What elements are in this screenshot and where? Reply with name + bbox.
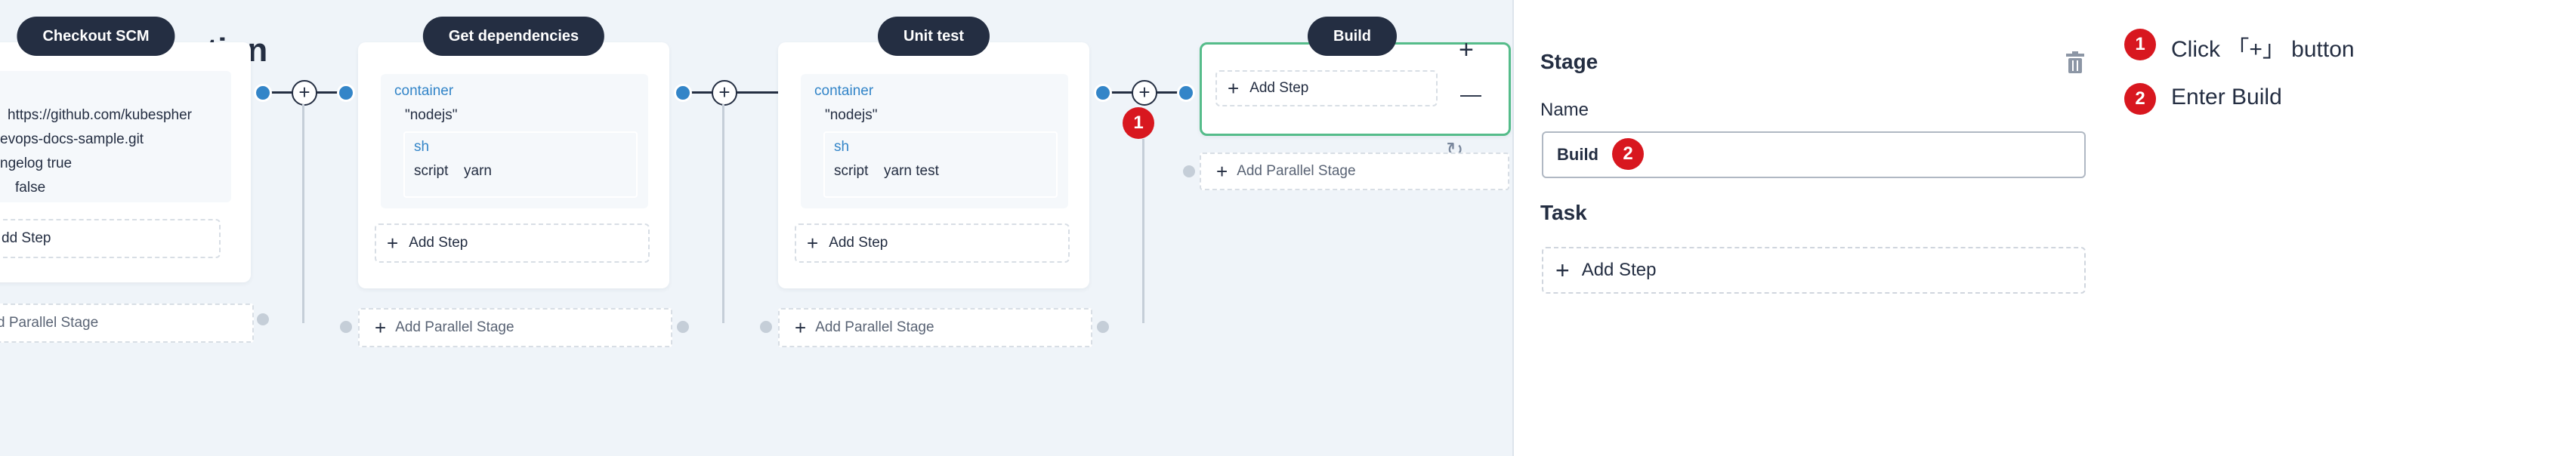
- script-value: yarn: [464, 163, 492, 179]
- task-title: Task: [1540, 201, 1587, 224]
- branch-dot: [338, 319, 354, 334]
- branch-dot: [675, 319, 690, 334]
- build-add-step-button[interactable]: + Add Step: [1215, 70, 1438, 106]
- branch-dot: [758, 319, 774, 334]
- instruction-2-text: Enter Build: [2171, 85, 2282, 109]
- add-parallel-label: Add Parallel Stage: [815, 319, 934, 335]
- branch-dot: [255, 312, 270, 327]
- connector-branch-line: [1142, 139, 1144, 323]
- stage-settings-panel: [1514, 0, 2576, 456]
- connector-branch-line: [302, 104, 304, 323]
- checkout-poll: false: [15, 180, 46, 196]
- stage-card-checkout-scm[interactable]: https://github.com/kubespher evops-docs-…: [0, 42, 251, 282]
- connector-line: [736, 91, 811, 94]
- trash-icon[interactable]: [2065, 51, 2085, 74]
- plus-icon: +: [375, 316, 387, 339]
- build-add-parallel-stage[interactable]: + Add Parallel Stage: [1200, 153, 1509, 190]
- checkout-repo-url: https://github.com/kubespher: [8, 107, 192, 123]
- name-label: Name: [1540, 100, 1589, 120]
- script-label: script: [834, 163, 869, 179]
- sh-step[interactable]: [403, 131, 638, 198]
- script-value: yarn test: [884, 163, 939, 179]
- step-badge-1: 1: [1123, 107, 1154, 139]
- pipeline-canvas: ration https://github.com/kubespher evop…: [0, 0, 1514, 456]
- stage-name-get-dependencies[interactable]: Get dependencies: [422, 17, 605, 56]
- plus-icon: +: [795, 316, 807, 339]
- stage-name-unit-test[interactable]: Unit test: [878, 17, 990, 56]
- get-dependencies-add-parallel-stage[interactable]: + Add Parallel Stage: [358, 308, 672, 347]
- stage-card-get-dependencies[interactable]: container "nodejs" sh script yarn + Add …: [358, 42, 669, 288]
- sh-keyword: sh: [834, 139, 850, 155]
- checkout-add-step-button[interactable]: dd Step: [0, 219, 221, 258]
- plus-icon: +: [1555, 257, 1570, 284]
- checkout-add-parallel-stage[interactable]: d Parallel Stage: [0, 303, 254, 343]
- instruction-1-text: Click 「+」 button: [2171, 37, 2355, 62]
- unit-test-add-parallel-stage[interactable]: + Add Parallel Stage: [778, 308, 1092, 347]
- task-add-step-button[interactable]: + Add Step: [1542, 247, 2086, 294]
- card-collapse-icon[interactable]: —: [1460, 82, 1481, 106]
- add-stage-button[interactable]: +: [1132, 80, 1157, 106]
- panel-title: Stage: [1540, 50, 1598, 73]
- instruction-badge-1: 1: [2124, 29, 2156, 60]
- branch-dot: [1095, 319, 1110, 334]
- add-step-label: Add Step: [1249, 80, 1309, 96]
- stage-name-checkout-scm[interactable]: Checkout SCM: [17, 17, 175, 56]
- unit-test-add-step-button[interactable]: + Add Step: [795, 223, 1070, 263]
- container-keyword: container: [394, 83, 454, 99]
- connector-end-dot: [337, 84, 355, 102]
- plus-icon: +: [1228, 77, 1240, 100]
- stage-card-build[interactable]: + Add Step + —: [1200, 35, 1511, 136]
- container-value: "nodejs": [405, 107, 458, 123]
- add-parallel-label: d Parallel Stage: [0, 315, 99, 331]
- step-badge-2: 2: [1612, 138, 1644, 170]
- add-step-label: Add Step: [409, 235, 468, 251]
- add-stage-button[interactable]: +: [292, 80, 317, 106]
- add-parallel-label: Add Parallel Stage: [1237, 163, 1356, 179]
- plus-icon: +: [1216, 160, 1228, 183]
- connector-start-dot: [674, 84, 692, 102]
- add-parallel-label: Add Parallel Stage: [395, 319, 514, 335]
- plus-icon: +: [387, 232, 399, 254]
- stage-card-unit-test[interactable]: container "nodejs" sh script yarn test +…: [778, 42, 1089, 288]
- card-add-icon[interactable]: +: [1459, 35, 1474, 64]
- add-step-label: dd Step: [2, 230, 51, 246]
- plus-icon: +: [807, 232, 819, 254]
- add-stage-button[interactable]: +: [712, 80, 737, 106]
- script-label: script: [414, 163, 449, 179]
- stage-name-build[interactable]: Build: [1308, 17, 1397, 56]
- connector-start-dot: [254, 84, 272, 102]
- instruction-badge-2: 2: [2124, 83, 2156, 115]
- sh-step[interactable]: [823, 131, 1058, 198]
- container-keyword: container: [814, 83, 874, 99]
- add-step-label: Add Step: [829, 235, 888, 251]
- connector-end-dot: [1177, 84, 1195, 102]
- connector-start-dot: [1094, 84, 1112, 102]
- checkout-changelog: ngelog true: [0, 156, 73, 171]
- task-add-step-label: Add Step: [1581, 260, 1657, 280]
- checkout-step[interactable]: [0, 71, 231, 202]
- sh-keyword: sh: [414, 139, 430, 155]
- connector-branch-line: [722, 104, 724, 323]
- container-value: "nodejs": [825, 107, 878, 123]
- branch-dot: [1181, 164, 1197, 179]
- get-dependencies-add-step-button[interactable]: + Add Step: [375, 223, 650, 263]
- checkout-repo-url-cont: evops-docs-sample.git: [0, 131, 144, 147]
